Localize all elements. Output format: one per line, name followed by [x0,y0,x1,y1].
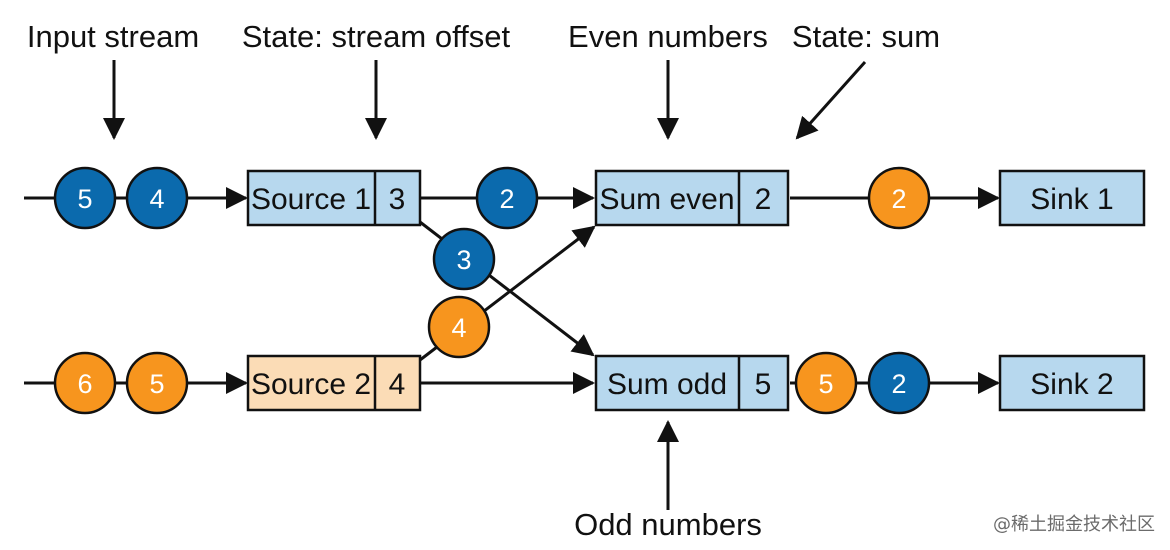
source1-operator: Source 1 3 [246,169,422,227]
odd-numbers-label: Odd numbers [574,507,762,542]
state-sum-label: State: sum [792,19,940,54]
source1-to-even-record-token: 2 [475,166,539,230]
source2-operator: Source 2 4 [246,354,422,412]
svg-text:6: 6 [77,369,92,399]
site-watermark: @稀土掘金技术社区 [993,514,1155,535]
sum-even-state: 2 [755,183,772,216]
svg-text:5: 5 [818,369,833,399]
source2-name: Source 2 [251,368,371,401]
sum-odd-name: Sum odd [607,368,727,401]
sum-odd-state: 5 [755,368,772,401]
input1-record-token: 5 [53,166,117,230]
svg-text:5: 5 [77,184,92,214]
svg-text:4: 4 [451,313,466,343]
source2-state: 4 [389,368,406,401]
input1-record-token: 4 [125,166,189,230]
svg-text:2: 2 [499,184,514,214]
sum-odd-operator: Sum odd 5 [594,354,790,412]
input2-record-token: 6 [53,351,117,415]
source1-box [246,169,422,227]
state-sum-pointer-arrow [795,60,867,140]
sink2-name: Sink 2 [1030,368,1113,401]
sum-even-box [594,169,790,227]
sink1-name: Sink 1 [1030,183,1113,216]
source2-box [246,354,422,412]
sink1-operator: Sink 1 [998,169,1146,227]
source1-name: Source 1 [251,183,371,216]
sum-odd-box [594,354,790,412]
state-stream-offset-label: State: stream offset [242,19,511,54]
sum-even-output-record-token: 2 [867,166,931,230]
source2-to-even-record-token: 4 [427,295,491,359]
sink1-box [998,169,1146,227]
sum-odd-output-record-token: 2 [867,351,931,415]
even-numbers-label: Even numbers [568,19,768,54]
sum-even-name: Sum even [599,183,734,216]
svg-text:4: 4 [149,184,164,214]
source1-state: 3 [389,183,406,216]
input-stream-label: Input stream [27,19,199,54]
svg-text:2: 2 [891,184,906,214]
sink2-box [998,354,1146,412]
source1-to-odd-record-token: 3 [432,227,496,291]
sink2-operator: Sink 2 [998,354,1146,412]
sum-odd-output-record-token: 5 [794,351,858,415]
sum-even-operator: Sum even 2 [594,169,790,227]
svg-text:5: 5 [149,369,164,399]
svg-text:2: 2 [891,369,906,399]
svg-text:3: 3 [456,245,471,275]
input2-record-token: 5 [125,351,189,415]
